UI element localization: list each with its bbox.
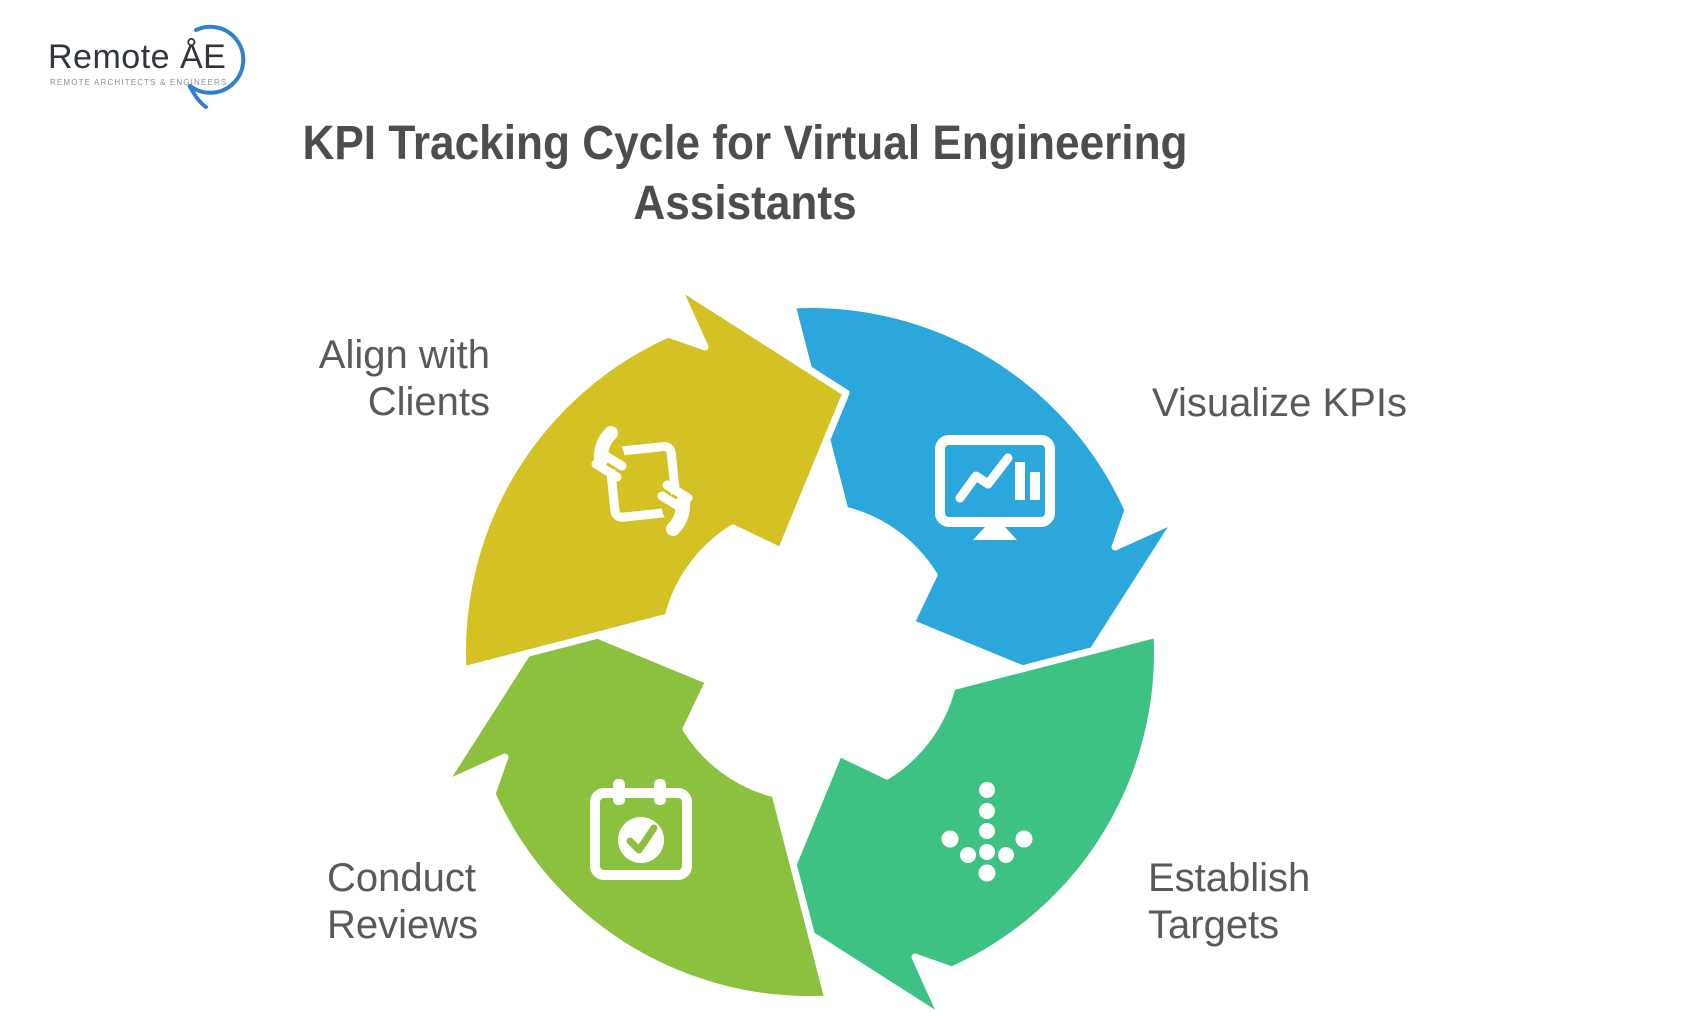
- monitor-chart-icon: [935, 435, 1055, 540]
- remoteae-logo: Remote ÅE REMOTE ARCHITECTS & ENGINEERS: [48, 24, 308, 126]
- cycle-arrow-establish-targets: [770, 630, 1161, 1023]
- step-label-establish-targets: Establish Targets: [1148, 856, 1311, 947]
- cycle-arrow-align-clients: [459, 281, 850, 674]
- step-label-align-clients: Align with Clients: [318, 333, 490, 424]
- cycle-arrow-visualize-kpis: [788, 301, 1181, 692]
- dotted-down-arrow-icon: [941, 782, 1033, 882]
- cycle-arrow-conduct-reviews: [439, 612, 832, 1003]
- logo-wordmark: Remote ÅE: [48, 38, 227, 76]
- document-handoff-icon: [591, 426, 693, 536]
- step-label-conduct-reviews: Conduct Reviews: [327, 856, 479, 947]
- logo-pin-icon: [187, 24, 246, 109]
- logo-tagline: REMOTE ARCHITECTS & ENGINEERS: [50, 78, 228, 87]
- step-label-visualize-kpis: Visualize KPIs: [1152, 381, 1407, 425]
- page-title: KPI Tracking Cycle for Virtual Engineeri…: [302, 117, 1188, 231]
- calendar-check-icon: [590, 779, 692, 880]
